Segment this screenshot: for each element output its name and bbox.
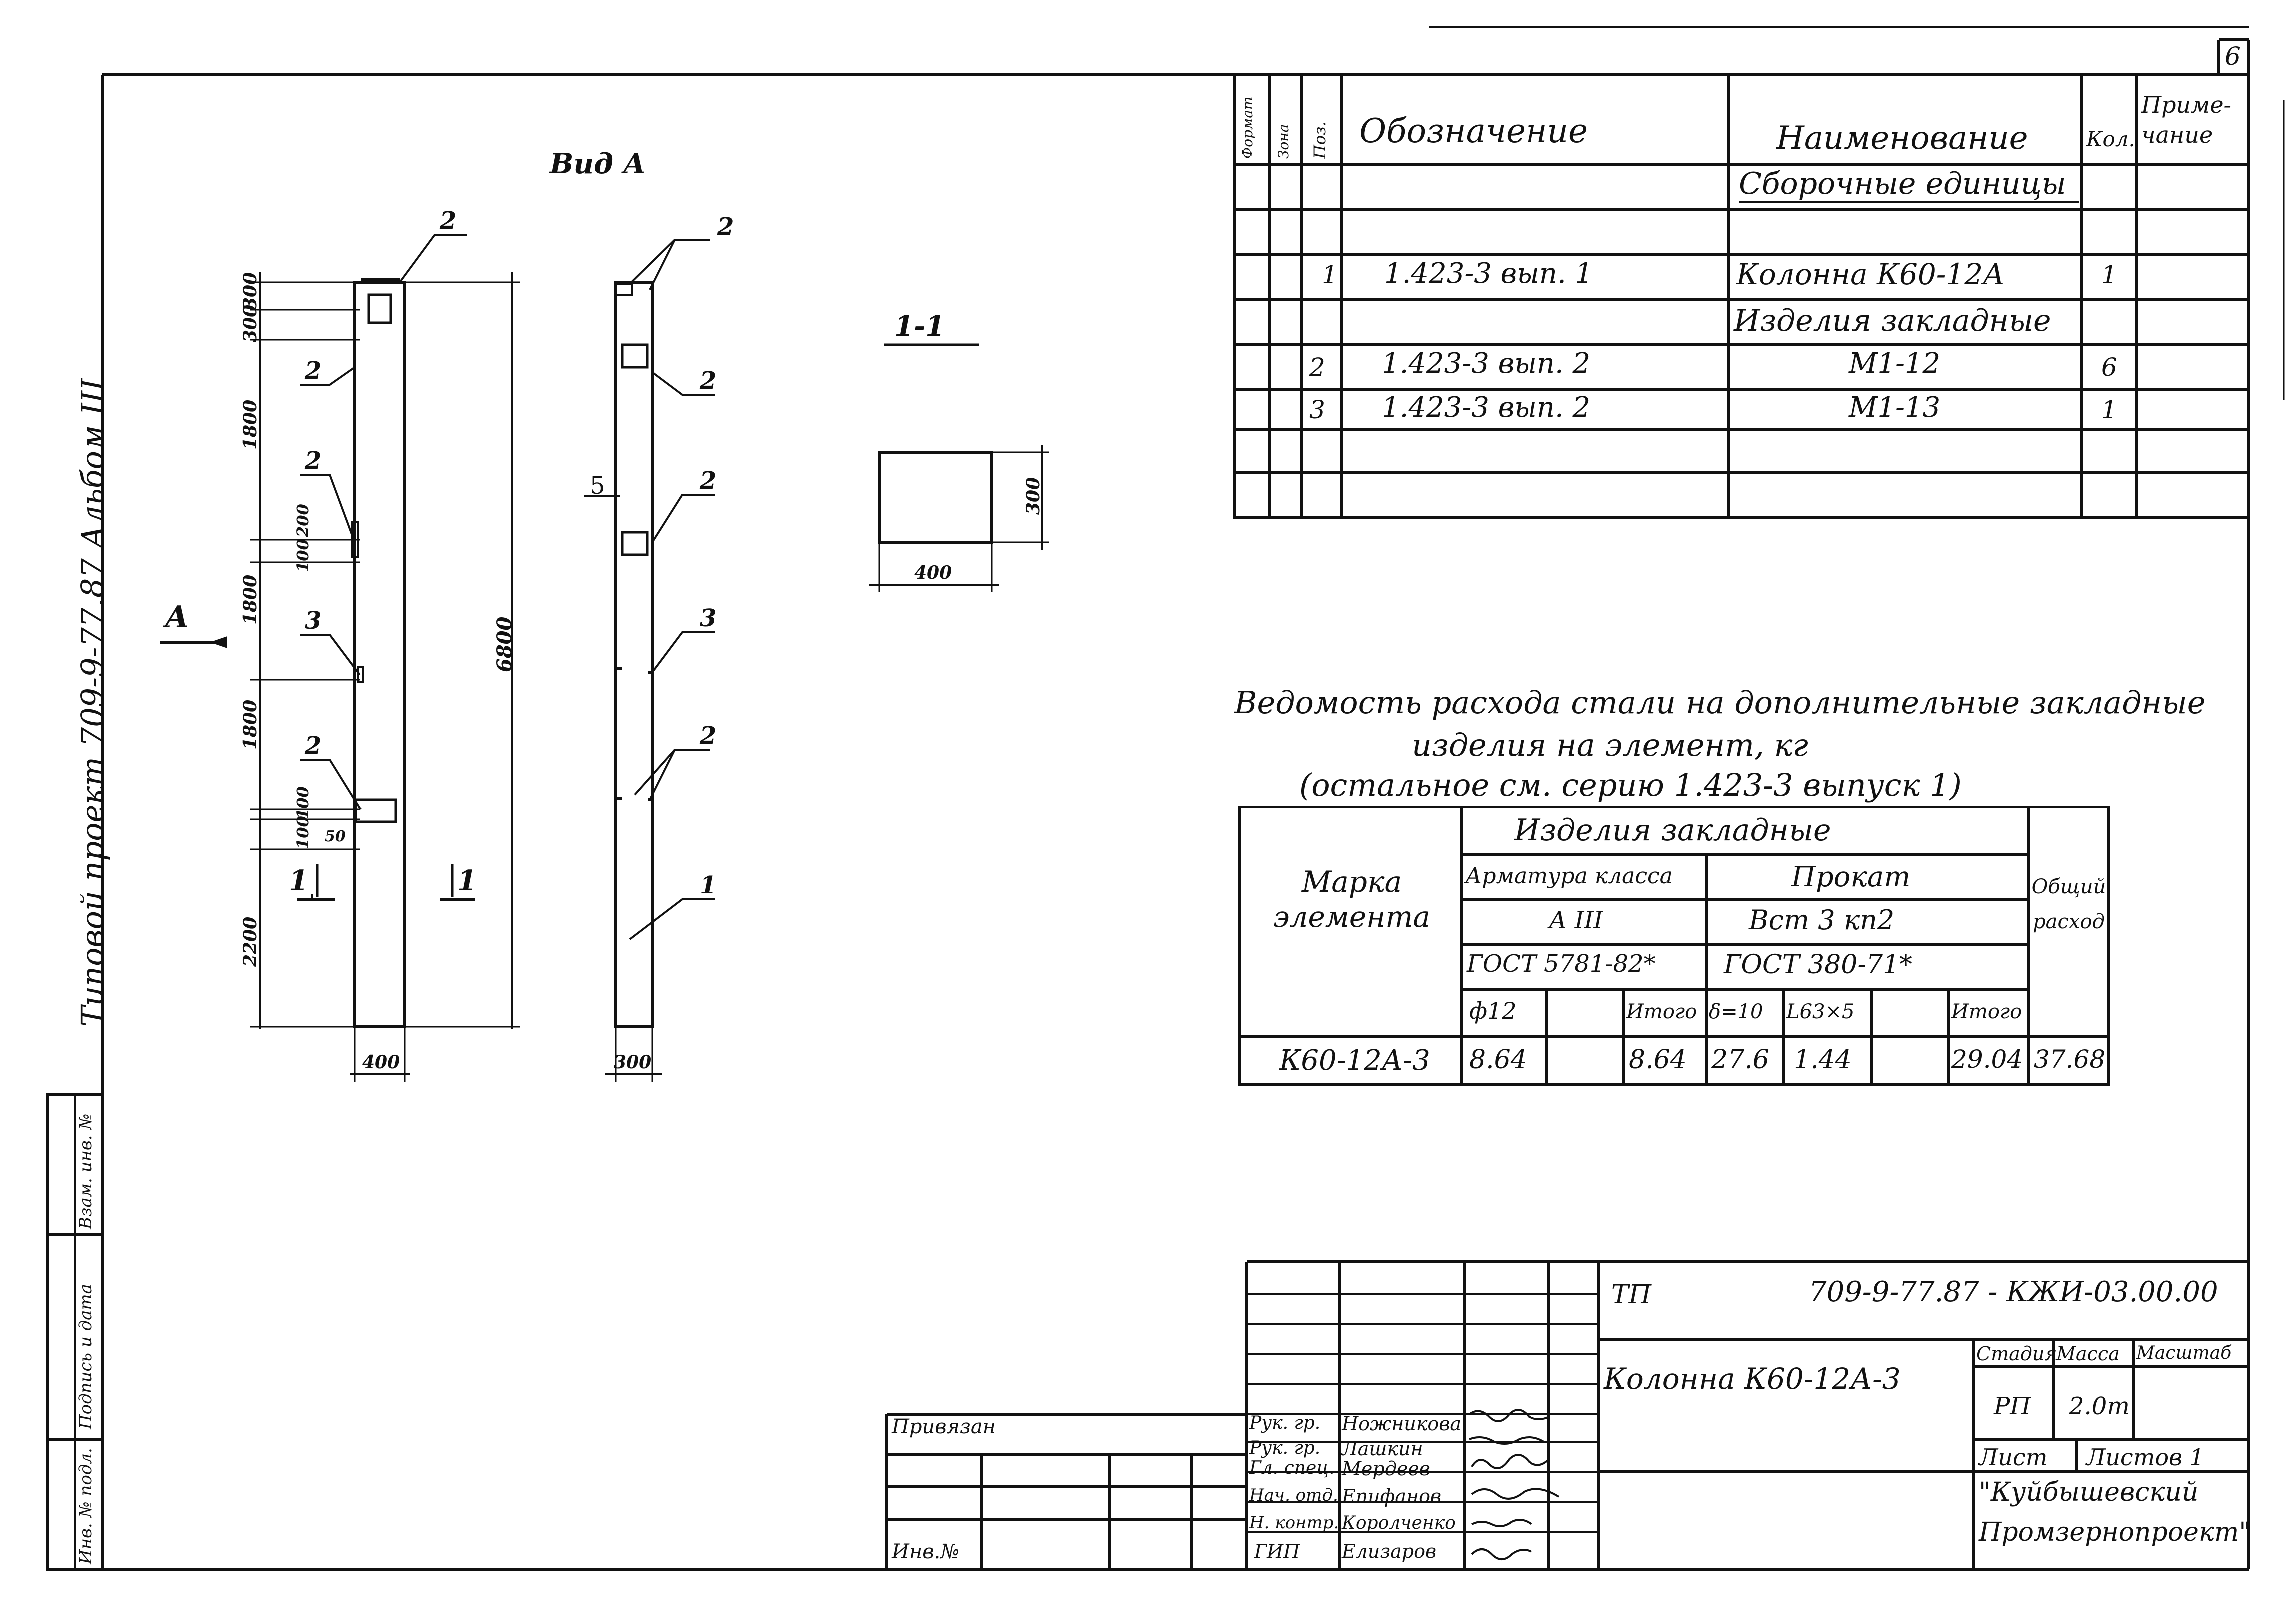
- steel-mark-header: Марка элемента: [1273, 865, 1430, 934]
- spec-header-designation: Обозначение: [1359, 112, 1588, 150]
- leader-side-1: 2: [717, 213, 734, 241]
- dim-front-width: 400: [362, 1052, 400, 1073]
- spec-row3-qty: 6: [2101, 353, 2117, 382]
- leader-front-1: 2: [440, 207, 457, 235]
- steel-sub-l63: L63×5: [1786, 1000, 1855, 1023]
- stamp-role-4: Нач. отд.: [1249, 1485, 1338, 1505]
- steel-title-line1: Ведомость расхода стали на дополнительны…: [1234, 684, 2206, 721]
- stamp-mass-header: Масса: [2056, 1343, 2120, 1365]
- steel-row-mark: К60-12А-3: [1279, 1044, 1430, 1077]
- spec-row1-designation: 1.423-3 вып. 1: [1384, 257, 1593, 290]
- spec-row4-name: М1-13: [1849, 391, 1941, 424]
- dim-side-width: 300: [614, 1052, 652, 1073]
- spec-row4-qty: 1: [2101, 395, 2117, 424]
- spec-header-qty: Кол.: [2086, 127, 2135, 151]
- stamp-stage: РП: [1994, 1392, 2031, 1420]
- spec-header-note: Приме-чание: [2141, 91, 2232, 148]
- stamp-scale-header: Масштаб: [2136, 1343, 2232, 1363]
- steel-row-f12: 8.64: [1469, 1045, 1527, 1075]
- steel-rebar-header: Арматура класса: [1465, 863, 1673, 889]
- stamp-name-6: Елизаров: [1342, 1540, 1437, 1562]
- steel-sub-total-rolled: Итого: [1951, 1000, 2022, 1023]
- stamp-role-1: Рук. гр.: [1249, 1413, 1321, 1433]
- spec-row1-pos: 1: [1322, 260, 1338, 289]
- spec-row3-pos: 2: [1309, 353, 1325, 382]
- steel-total-header: Общий расход: [2031, 875, 2106, 933]
- section-label: 1-1: [894, 310, 945, 343]
- stamp-stage-header: Стадия: [1976, 1343, 2057, 1365]
- steel-rebar-gost: ГОСТ 5781-82*: [1467, 950, 1656, 978]
- stamp-role-2: Рук. гр.: [1249, 1438, 1321, 1458]
- spec-row3-designation: 1.423-3 вып. 2: [1382, 347, 1591, 380]
- spec-section-title: Сборочные единицы: [1739, 166, 2066, 201]
- stamp-title: Колонна К60-12А-3: [1604, 1362, 1901, 1396]
- stamp-name-2: Лашкин: [1342, 1438, 1423, 1460]
- stamp-organization-2: Промзернопроект": [1979, 1517, 2251, 1547]
- stamp-name-3: Мердеев: [1342, 1458, 1430, 1480]
- steel-row-delta10: 27.6: [1711, 1045, 1769, 1075]
- stamp-role-3: Гл. спец.: [1249, 1458, 1335, 1478]
- spec-row1-name: Колонна К60-12А: [1736, 257, 2005, 291]
- stamp-code-prefix: ТП: [1611, 1280, 1652, 1310]
- stamp-name-5: Королченко: [1342, 1513, 1456, 1533]
- stamp-tied-label: Привязан: [892, 1415, 996, 1438]
- steel-rolled-header: Прокат: [1791, 861, 1911, 893]
- stamp-name-1: Ножникова: [1342, 1413, 1462, 1435]
- spec-row4-designation: 1.423-3 вып. 2: [1382, 391, 1591, 424]
- steel-row-total-rebar: 8.64: [1629, 1045, 1687, 1075]
- stamp-name-4: Епифанов: [1342, 1485, 1442, 1507]
- leader-side-5: 2: [700, 722, 717, 750]
- page-number: 6: [2225, 42, 2241, 71]
- steel-sub-f12: ф12: [1469, 997, 1517, 1024]
- dim-front-50: 50: [325, 828, 346, 845]
- view-label: Вид А: [550, 147, 646, 180]
- stamp-mass: 2.0т: [2069, 1392, 2130, 1420]
- steel-row-total-rolled: 29.04: [1951, 1045, 2023, 1074]
- leader-side-6: 1: [700, 871, 717, 899]
- steel-group-header: Изделия закладные: [1514, 813, 1831, 848]
- leader-front-4: 3: [305, 607, 322, 635]
- steel-title-line2: изделия на элемент, кг: [1412, 727, 1808, 763]
- stamp-code: 709-9-77.87 - КЖИ-03.00.00: [1809, 1276, 2218, 1308]
- leader-front-5: 2: [305, 732, 322, 760]
- section-marker-right: 1: [457, 864, 477, 897]
- stamp-role-6: ГИП: [1254, 1540, 1300, 1562]
- stamp-organization-1: "Куйбышевский: [1979, 1477, 2199, 1507]
- steel-rolled-gost: ГОСТ 380-71*: [1724, 950, 1913, 980]
- steel-row-l63: 1.44: [1794, 1045, 1852, 1075]
- spec-header-name: Наименование: [1776, 120, 2028, 157]
- steel-row-grand-total: 37.68: [2034, 1045, 2106, 1074]
- spec-row4-pos: 3: [1309, 395, 1325, 424]
- side-mark-5: 5: [590, 472, 605, 500]
- spec-row1-qty: 1: [2101, 260, 2117, 289]
- steel-rolled-grade: Вст 3 кп2: [1749, 904, 1895, 936]
- steel-title-line3: (остальное см. серию 1.423-3 выпуск 1): [1299, 767, 1962, 803]
- leader-side-2: 2: [700, 367, 717, 395]
- leader-front-2: 2: [305, 357, 322, 385]
- steel-sub-delta10: δ=10: [1709, 1000, 1763, 1023]
- leader-side-4: 3: [700, 604, 717, 632]
- stamp-inv-label: Инв.№: [892, 1540, 960, 1563]
- leader-front-3: 2: [305, 447, 322, 475]
- arrow-a-label: А: [165, 600, 189, 635]
- section-dim-width: 400: [914, 562, 952, 583]
- spec-row3-name: М1-12: [1849, 347, 1941, 380]
- stamp-role-5: Н. контр.: [1249, 1513, 1339, 1533]
- spec-row2-name: Изделия закладные: [1734, 303, 2051, 338]
- stamp-sheet-label: Лист: [1979, 1444, 2048, 1471]
- steel-sub-total-rebar: Итого: [1626, 1000, 1697, 1023]
- steel-rebar-class: А III: [1549, 906, 1603, 934]
- stamp-sheets-label: Листов 1: [2086, 1444, 2204, 1471]
- leader-side-3: 2: [700, 467, 717, 495]
- section-marker-left: 1: [289, 864, 308, 897]
